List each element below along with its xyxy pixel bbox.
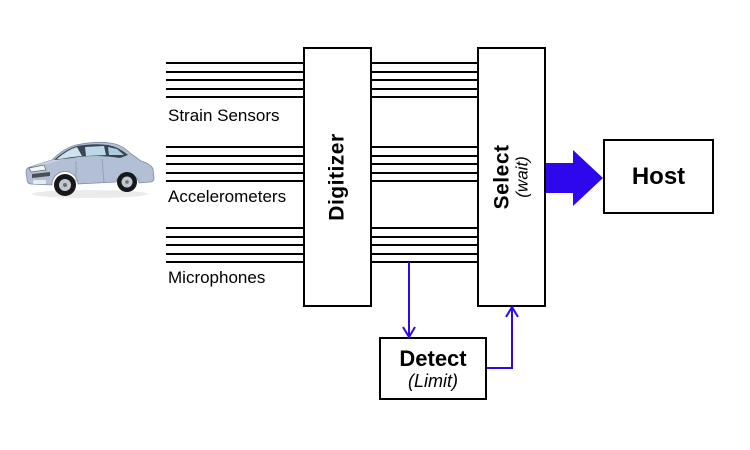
- tap-to-detect-arrowhead: [402, 326, 416, 339]
- sensor-line: [166, 62, 305, 64]
- detect-label: Detect: [399, 345, 467, 371]
- digitizer-block: Digitizer: [303, 47, 372, 307]
- detect-to-select-line: [487, 308, 513, 369]
- car-door-lines: [75, 158, 105, 183]
- sensor-line: [166, 154, 305, 157]
- host-block: Host: [603, 139, 714, 214]
- sensor-line: [166, 252, 305, 255]
- car-side-window-rear: [108, 147, 124, 155]
- select-to-host-arrow: [546, 150, 603, 206]
- sensor-group-label: Accelerometers: [168, 187, 287, 206]
- sensor-line: [371, 171, 479, 174]
- digitizer-label: Digitizer: [325, 133, 349, 221]
- sensor-line: [371, 227, 479, 229]
- sensor-line: [371, 252, 479, 255]
- car-license-plate: [33, 180, 46, 184]
- sensor-line: [166, 87, 305, 90]
- sensor-line: [371, 87, 479, 90]
- car-rear-hub: [125, 180, 129, 184]
- car-side-window-front: [85, 146, 106, 156]
- sensor-line: [371, 180, 479, 182]
- sensor-line: [371, 261, 479, 263]
- detect-sublabel: (Limit): [408, 370, 458, 391]
- sensor-line: [166, 70, 305, 73]
- sensor-line: [166, 235, 305, 238]
- sensor-line: [166, 79, 305, 81]
- select-sublabel: (wait): [512, 156, 532, 198]
- sensor-line: [166, 227, 305, 229]
- car-front-hub: [63, 183, 67, 187]
- sensor-group-label: Microphones: [168, 268, 266, 287]
- select-label: Select: [490, 144, 514, 210]
- sensor-line: [371, 96, 479, 98]
- car-grille: [32, 172, 50, 178]
- sensor-line: [166, 171, 305, 174]
- car-headlight: [28, 164, 47, 173]
- sensor-line: [371, 154, 479, 157]
- car-windshield: [57, 147, 82, 159]
- sensor-line: [371, 235, 479, 238]
- select-block: Select (wait): [477, 47, 546, 307]
- sensor-line: [371, 79, 479, 81]
- sensor-line: [371, 62, 479, 64]
- host-label: Host: [631, 162, 686, 190]
- detect-block: Detect (Limit): [379, 337, 487, 400]
- detect-to-select-arrowhead: [505, 305, 519, 318]
- car-hood-highlight: [30, 158, 68, 167]
- select-label-group: Select (wait): [490, 144, 532, 210]
- sensor-line: [371, 163, 479, 165]
- sensor-line: [166, 163, 305, 165]
- sensor-group-label: Strain Sensors: [168, 106, 280, 125]
- sensor-line: [166, 180, 305, 182]
- sensor-line: [166, 96, 305, 98]
- sensor-line: [166, 146, 305, 148]
- sensor-line: [166, 244, 305, 246]
- sensor-line: [371, 244, 479, 246]
- sensor-line: [371, 70, 479, 73]
- sensor-line: [166, 261, 305, 263]
- car-image: [25, 141, 155, 198]
- sensor-line: [371, 146, 479, 148]
